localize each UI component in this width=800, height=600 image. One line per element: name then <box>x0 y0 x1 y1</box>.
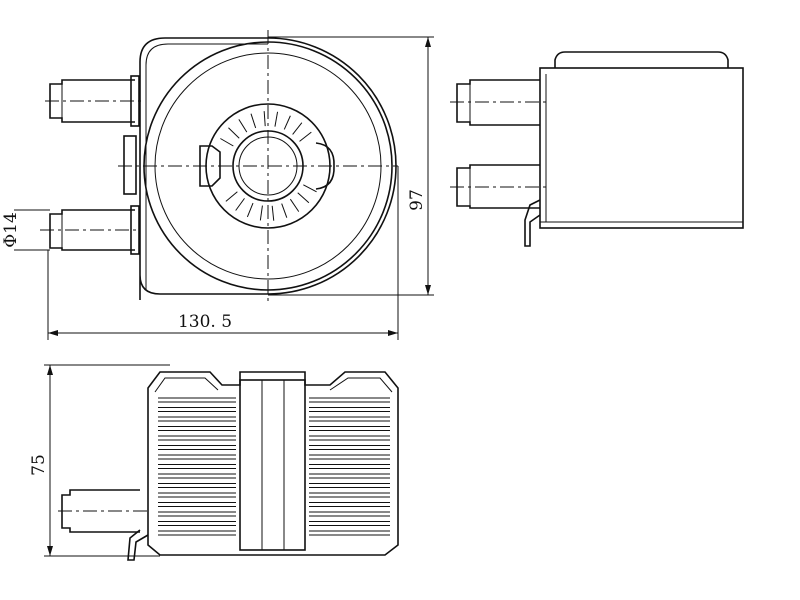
cooler-plate <box>309 502 390 507</box>
hub-fin <box>263 111 266 127</box>
hub-fins <box>220 111 317 221</box>
section-view <box>58 371 399 561</box>
cooler-plate <box>158 521 236 526</box>
section-fins <box>158 397 390 536</box>
hub-fin <box>228 127 240 139</box>
cooler-plate <box>309 407 390 412</box>
dimension-d14-label: Φ14 <box>1 212 21 248</box>
hub-fin <box>274 111 279 127</box>
cooler-plate <box>309 530 390 536</box>
cooler-plate <box>309 464 390 469</box>
right-tab <box>315 142 335 190</box>
side-boss <box>123 135 137 195</box>
cooler-plate <box>309 416 390 422</box>
cooler-plate <box>158 397 236 403</box>
cooler-plate <box>309 483 390 488</box>
dimension-130-5-label: 130. 5 <box>178 312 232 332</box>
left-tab <box>199 145 221 187</box>
cooler-plate <box>158 426 236 431</box>
cooler-plate <box>309 426 390 431</box>
cooler-plate <box>158 492 236 498</box>
hub-fin <box>281 203 288 218</box>
hub-fin <box>235 198 245 211</box>
hub-fin <box>220 138 234 147</box>
hub-fin <box>283 115 291 130</box>
cooler-plate <box>309 492 390 498</box>
cooler-plate <box>309 521 390 526</box>
cooler-plate <box>158 511 236 517</box>
cooler-plate <box>309 397 390 403</box>
cooler-plate <box>158 473 236 479</box>
cooler-plate <box>158 502 236 507</box>
cooler-plate <box>158 445 236 450</box>
hub-fin <box>299 131 312 142</box>
dimension-d14: Φ14 <box>1 209 50 251</box>
hub-fin <box>250 113 257 129</box>
cooler-plate <box>309 454 390 460</box>
hub-fin <box>238 119 248 133</box>
hub-fin <box>297 192 310 204</box>
hub-fin <box>225 191 238 202</box>
dimension-97: 97 <box>268 36 434 296</box>
cooler-plate <box>158 483 236 488</box>
dimension-130-5: 130. 5 <box>47 166 399 340</box>
cooler-plate <box>158 407 236 412</box>
side-view <box>450 51 744 247</box>
front-view <box>40 30 398 305</box>
dimension-75: 75 <box>29 364 170 557</box>
upper-pipe <box>45 75 145 127</box>
lower-pipe <box>40 205 140 255</box>
cooler-plate <box>309 435 390 441</box>
cooler-plate <box>158 454 236 460</box>
hub-fin <box>271 205 275 221</box>
cooler-plate <box>158 416 236 422</box>
cooler-plate <box>158 435 236 441</box>
hub-fin <box>303 184 317 193</box>
cooler-plate <box>309 473 390 479</box>
cooler-plate <box>309 445 390 450</box>
hub-fin <box>292 122 303 135</box>
dimension-97-label: 97 <box>407 189 427 211</box>
hub-fin <box>259 205 263 221</box>
cooler-plate <box>309 511 390 517</box>
hub-fin <box>289 198 300 212</box>
cooler-plate <box>158 464 236 469</box>
dimension-75-label: 75 <box>29 454 49 476</box>
cooler-plate <box>158 530 236 536</box>
hub-fin <box>246 202 254 218</box>
